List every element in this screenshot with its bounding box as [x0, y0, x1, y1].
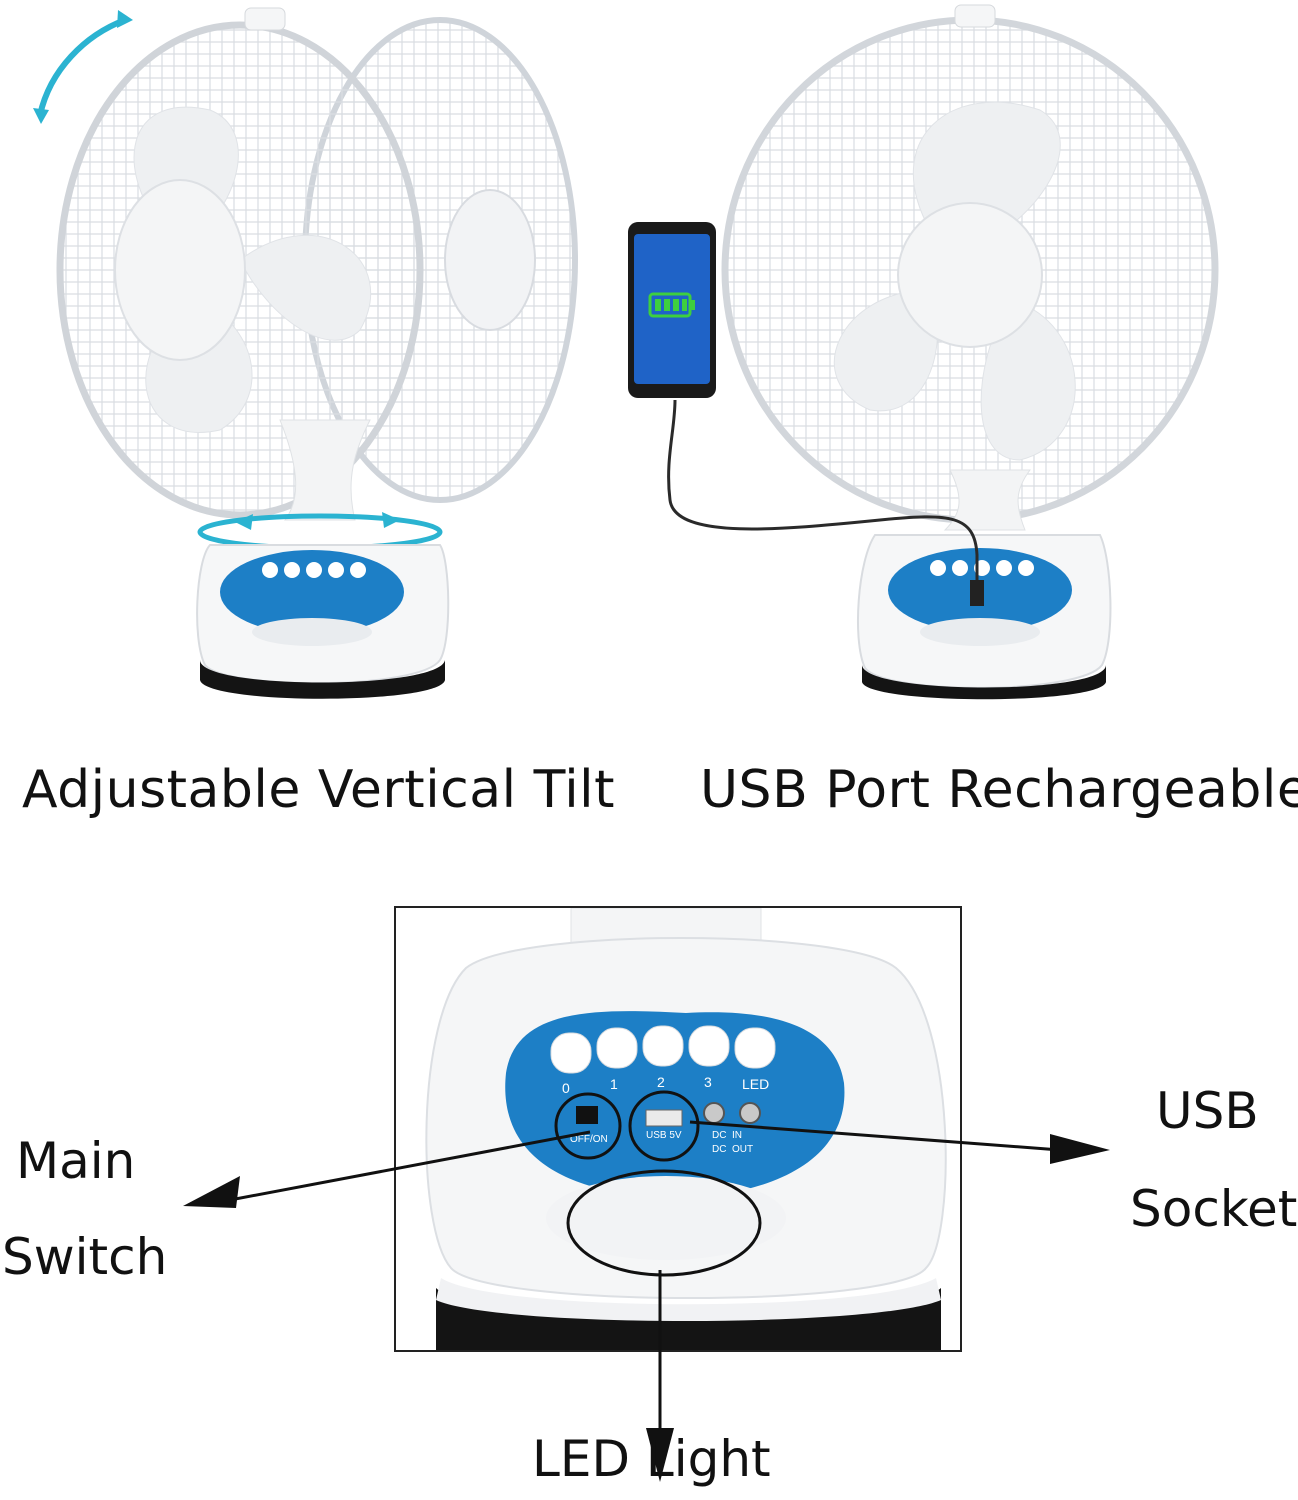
button-led [734, 1027, 776, 1069]
main-switch [576, 1106, 598, 1124]
label-switch: Switch [2, 1228, 168, 1286]
panel-label-usb: USB 5V [646, 1130, 682, 1141]
panel-label-2: 2 [657, 1074, 665, 1090]
tilt-fan-illustration [0, 0, 620, 720]
label-led-light: LED Light [532, 1430, 771, 1488]
usb-socket [645, 1109, 683, 1127]
button-0 [550, 1032, 592, 1074]
closeup-svg [425, 908, 947, 1350]
fan-hub [114, 179, 246, 361]
panel-label-led: LED [742, 1076, 770, 1092]
tilt-fan-svg [33, 7, 578, 699]
caption-vertical-tilt: Adjustable Vertical Tilt [22, 760, 616, 820]
usb-fan-svg [628, 4, 1219, 700]
phone-icon [628, 222, 716, 398]
button-2 [642, 1025, 684, 1067]
label-usb: USB [1156, 1082, 1259, 1140]
usb-arrow-icon [1050, 1134, 1110, 1164]
button-1 [596, 1027, 638, 1069]
led-callout-ellipse [566, 1169, 762, 1277]
tilt-arrow-icon [37, 17, 127, 116]
main-switch-arrow-icon [183, 1176, 240, 1208]
fan-hub [897, 202, 1043, 348]
panel-label-switch: OFF/ON [570, 1134, 608, 1145]
label-socket: Socket [1130, 1180, 1298, 1238]
caption-usb-rechargeable: USB Port Rechargeable [700, 760, 1298, 820]
panel-label-dc-in: DC IN [712, 1130, 742, 1141]
closeup-frame: 0 1 2 3 LED OFF/ON USB 5V DC IN DC OUT [394, 906, 962, 1352]
usb-cable-icon [667, 399, 979, 600]
panel-label-3: 3 [704, 1074, 712, 1090]
label-main: Main [16, 1132, 136, 1190]
panel-label-0: 0 [562, 1080, 570, 1096]
panel-label-dc-out: DC OUT [712, 1144, 754, 1155]
panel-label-1: 1 [610, 1076, 618, 1092]
button-3 [688, 1025, 730, 1067]
usb-fan-illustration [620, 0, 1298, 720]
rotation-arrow-icon [197, 513, 443, 551]
